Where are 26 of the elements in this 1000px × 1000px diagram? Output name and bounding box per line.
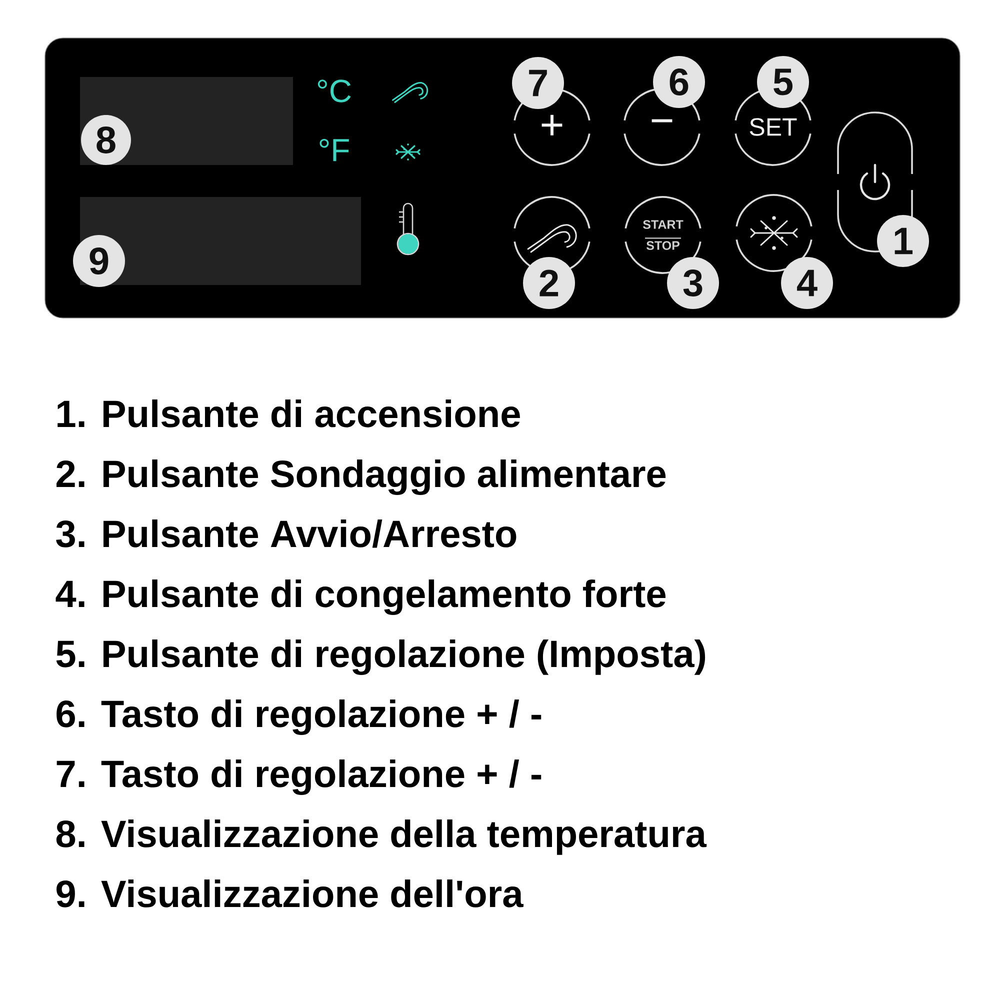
callout-number: 9	[73, 235, 125, 287]
list-item: 6. Tasto di regolazione + / -	[56, 699, 542, 736]
button-label: −	[652, 119, 672, 122]
button-label: START STOP	[643, 220, 684, 250]
list-item: 1. Pulsante di accensione	[58, 399, 520, 428]
button-label: +	[542, 114, 562, 136]
display-screen	[80, 197, 361, 285]
button-label: SET	[750, 118, 797, 136]
callout-number: 4	[781, 257, 834, 309]
callout-number: 1	[877, 215, 930, 267]
list-item: 2. Pulsante Sondaggio alimentare	[56, 459, 666, 496]
list-item: 5. Pulsante di regolazione (Imposta)	[56, 639, 706, 676]
callout-number: 2	[523, 257, 575, 309]
callout-number: 8	[81, 115, 131, 165]
list-item: 4. Pulsante di congelamento forte	[56, 579, 666, 616]
callout-number: 6	[653, 56, 705, 108]
list-item: 8. Visualizzazione della temperatura	[56, 819, 707, 855]
unit-label: °F	[320, 138, 349, 162]
callout-number: 7	[512, 57, 564, 109]
callout-number: 5	[757, 56, 810, 108]
list-item: 7. Tasto di regolazione + / -	[56, 759, 542, 796]
list-item: 3. Pulsante Avvio/Arresto	[56, 519, 516, 548]
list-item: 9. Visualizzazione dell'ora	[56, 879, 524, 908]
callout-number: 3	[667, 257, 720, 309]
unit-label: °C	[318, 80, 351, 102]
display-screen	[80, 77, 293, 165]
